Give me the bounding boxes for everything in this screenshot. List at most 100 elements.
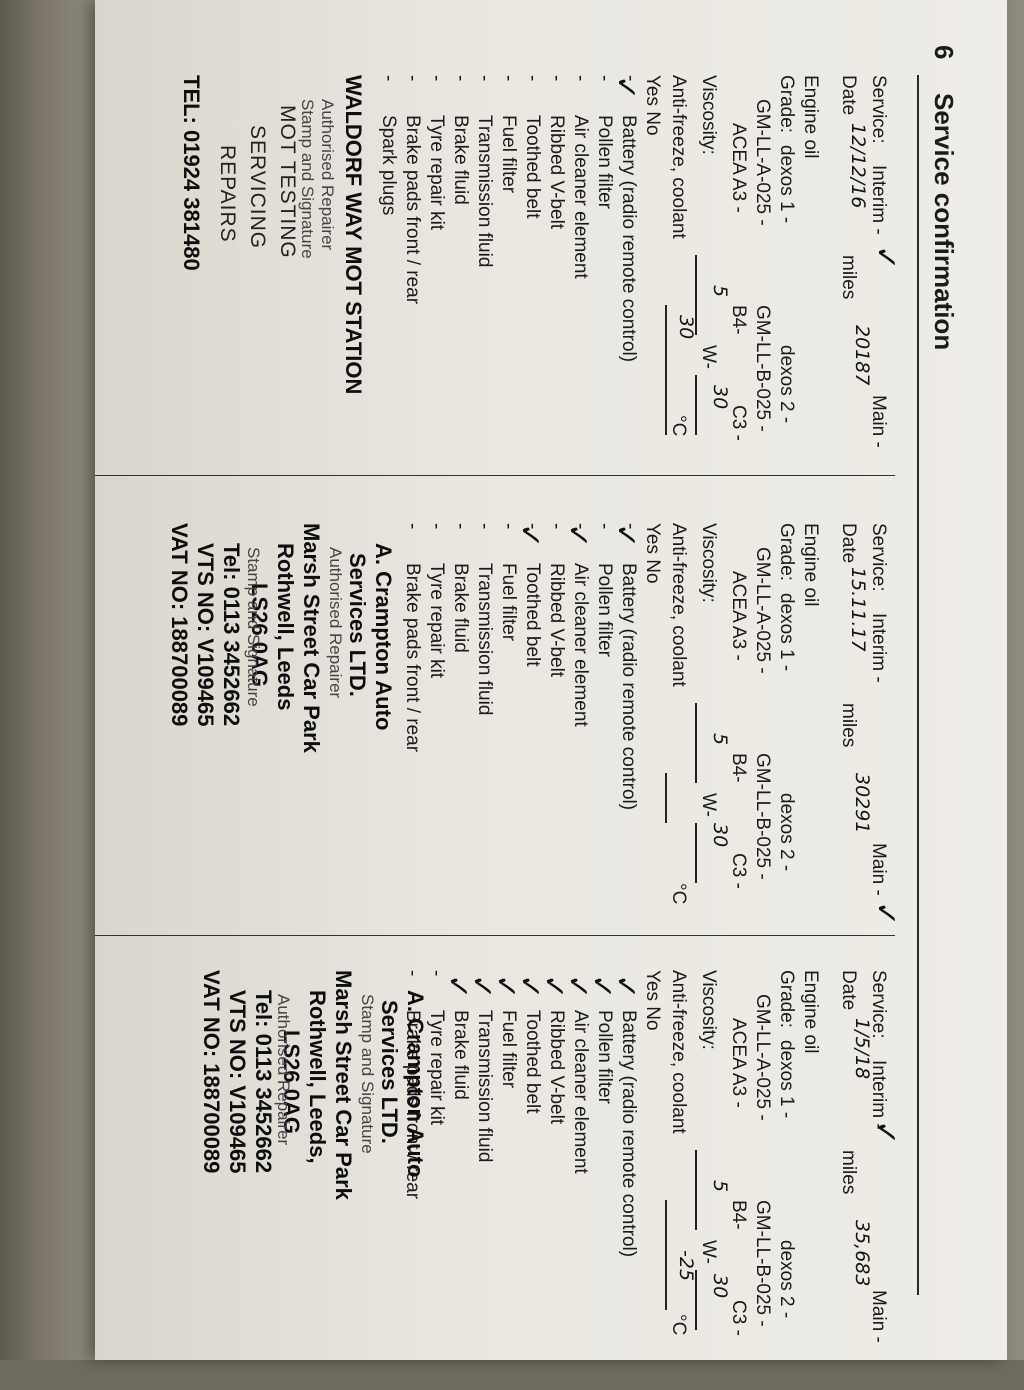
main-label: Main -: [868, 395, 889, 448]
dexos2-label: dexos 2 -: [776, 345, 797, 424]
viscosity-high-value: 30: [709, 385, 731, 410]
engine-oil-label: Engine oil: [800, 523, 821, 607]
yes-no-label: Yes No: [642, 75, 663, 136]
checklist-item: Transmission fluid: [474, 115, 495, 268]
viscosity-blank: [695, 823, 697, 883]
dexos2-label: dexos 2 -: [776, 793, 797, 872]
date-label: Date: [838, 970, 859, 1011]
b4-label: B4-: [728, 753, 749, 783]
service-date: 1/5/18: [851, 1018, 873, 1080]
grade-label: Grade:: [776, 523, 797, 582]
checklist-item: Ribbed V-belt: [546, 563, 567, 678]
yes-no-label: Yes No: [642, 523, 663, 584]
antifreeze-blank: [665, 773, 667, 823]
antifreeze-label: Anti-freeze, coolant: [668, 523, 689, 687]
interim-check-mark: ✓: [868, 1120, 903, 1146]
antifreeze-temp: -25: [675, 1250, 697, 1282]
checklist-item: Brake fluid: [450, 563, 471, 653]
acea-label: ACEA A3 -: [728, 571, 749, 661]
service-label: Service:: [868, 523, 889, 592]
interim-label: Interim -: [868, 613, 889, 683]
stamp-authorised-repairer: Authorised Repairer: [318, 99, 337, 251]
service-page: 6 Service confirmation Service: Interim …: [75, 45, 975, 1345]
interim-label: Interim -: [868, 165, 889, 235]
miles-label: miles: [838, 1150, 859, 1195]
gm-a-label: GM-LL-A-025 -: [752, 994, 773, 1121]
degc-label: °C: [668, 415, 689, 437]
antifreeze-label: Anti-freeze, coolant: [668, 75, 689, 239]
stamp-telephone: Tel: 0113 3452662: [251, 990, 276, 1174]
checklist-item: Air cleaner element: [570, 115, 591, 279]
checklist-item: Toothed belt: [522, 1010, 543, 1114]
checklist-item: Fuel filter: [498, 1010, 519, 1089]
checklist-item: Transmission fluid: [474, 1010, 495, 1163]
antifreeze-blank: [665, 305, 667, 435]
engine-oil-label: Engine oil: [800, 75, 821, 159]
checklist-item: Toothed belt: [522, 563, 543, 667]
checklist-item: Fuel filter: [498, 115, 519, 194]
yes-no-label: Yes No: [642, 970, 663, 1031]
service-date: 15.11.17: [847, 567, 869, 652]
c3-label: C3 -: [728, 853, 749, 889]
c3-label: C3 -: [728, 1300, 749, 1336]
stamp-line: A. Crampton Auto: [403, 990, 428, 1178]
stamp-authorised-repairer: Authorised Repairer: [274, 994, 293, 1146]
checklist-item: Battery (radio remote control): [618, 115, 639, 363]
stamp-line: A. Crampton Auto: [371, 543, 396, 731]
checklist-item: Fuel filter: [498, 563, 519, 642]
main-label: Main -: [868, 1290, 889, 1343]
page-title: Service confirmation: [929, 93, 959, 351]
stamp-line: Services LTD.: [345, 553, 370, 697]
interim-check-mark: ✓: [868, 245, 903, 271]
checklist-item: Air cleaner element: [570, 1010, 591, 1174]
dexos1-label: dexos 1 -: [776, 1040, 797, 1119]
gm-a-label: GM-LL-A-025 -: [752, 547, 773, 674]
c3-label: C3 -: [728, 405, 749, 441]
checklist-item: Tyre repair kit: [426, 1010, 447, 1126]
checklist-item: Transmission fluid: [474, 563, 495, 716]
page-number: 6: [929, 45, 959, 60]
checklist-item: Ribbed V-belt: [546, 1010, 567, 1125]
main-label: Main -: [868, 843, 889, 896]
viscosity-high-value: 30: [709, 1274, 731, 1299]
viscosity-blank: [695, 703, 697, 783]
viscosity-low-value: 5: [709, 733, 731, 746]
acea-label: ACEA A3 -: [728, 123, 749, 213]
viscosity-label: Viscosity:: [698, 75, 719, 155]
service-entry-2: Service: Interim - Main - ✓ Date 15.11.1…: [167, 523, 903, 927]
grade-label: Grade:: [776, 75, 797, 134]
date-label: Date: [838, 75, 859, 116]
checklist-item: Battery (radio remote control): [618, 563, 639, 811]
checklist-item: Tyre repair kit: [426, 563, 447, 679]
service-entry-3: Service: Interim - Main - ✓ Date 1/5/18 …: [199, 970, 903, 1343]
service-miles: 20187: [851, 325, 873, 386]
gm-b-label: GM-LL-B-025 -: [752, 753, 773, 880]
checklist-item: Pollen filter: [594, 1010, 615, 1104]
title-rule: [917, 75, 919, 1295]
service-miles: 30291: [851, 773, 873, 834]
date-label: Date: [838, 523, 859, 564]
main-check-mark: ✓: [868, 901, 903, 927]
stamp-vat-number: VAT NO: 188700089: [199, 970, 224, 1174]
checklist-item: Pollen filter: [594, 115, 615, 209]
viscosity-blank: [695, 375, 697, 435]
checklist-item: Brake pads front / rear: [402, 563, 423, 753]
checklist-item: Brake pads front / rear: [402, 115, 423, 305]
checklist-item: Tyre repair kit: [426, 115, 447, 231]
viscosity-low-value: 5: [709, 1180, 731, 1193]
service-label: Service:: [868, 75, 889, 144]
check-mark: ✓: [440, 974, 475, 1000]
miles-label: miles: [838, 255, 859, 300]
service-entry-1: Service: Interim - Main - ✓ Date 12/12/1…: [179, 75, 903, 448]
dexos1-label: dexos 1 -: [776, 145, 797, 224]
stamp-vts-number: VTS NO: V109465: [225, 990, 250, 1174]
w-label: W-: [698, 793, 719, 817]
stamp-line: Marsh Street Car Park: [299, 523, 324, 753]
w-label: W-: [698, 345, 719, 369]
stamp-line: REPAIRS: [216, 145, 239, 243]
gm-b-label: GM-LL-B-025 -: [752, 305, 773, 432]
stamp-line: Rothwell, Leeds,: [305, 990, 330, 1164]
service-booklet-page: [95, 0, 1007, 1360]
viscosity-high-value: 30: [709, 823, 731, 848]
checklist-item: Toothed belt: [522, 115, 543, 219]
